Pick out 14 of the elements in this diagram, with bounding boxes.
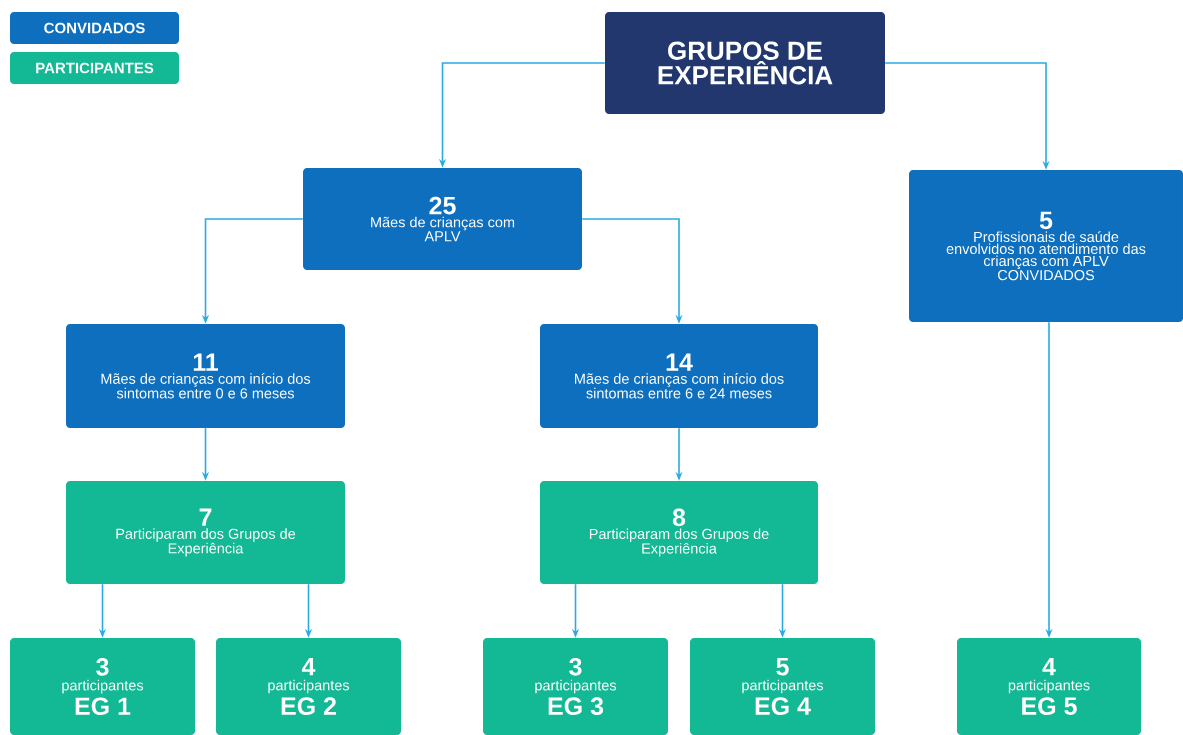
legend-label: PARTICIPANTES bbox=[36, 62, 154, 74]
process-box: 25 Mães de crianças com APLV bbox=[303, 168, 582, 270]
result-box: 7 Participaram dos Grupos de Experiência bbox=[66, 481, 345, 584]
group-box: 4 participantes EG 5 bbox=[957, 638, 1141, 735]
legend-label: CONVIDADOS bbox=[44, 22, 145, 34]
group-box: 5 participantes EG 4 bbox=[690, 638, 875, 735]
result-box: 8 Participaram dos Grupos de Experiência bbox=[540, 481, 818, 584]
group-box: 4 participantes EG 2 bbox=[216, 638, 401, 735]
group-box: 3 participantes EG 1 bbox=[10, 638, 195, 735]
process-box: 11 Mães de crianças com início dos sintomas entre 0 e 6 meses bbox=[66, 324, 345, 428]
title-box: GRUPOS DE EXPERIÊNCIA bbox=[605, 12, 885, 114]
process-box: 5 Profissionais de saúde envolvidos no atendimento das crianças com APLV CONVIDADOS bbox=[909, 170, 1183, 322]
group-box: 3 participantes EG 3 bbox=[483, 638, 668, 735]
process-box: 14 Mães de crianças com início dos sintomas entre 6 e 24 meses bbox=[540, 324, 818, 428]
